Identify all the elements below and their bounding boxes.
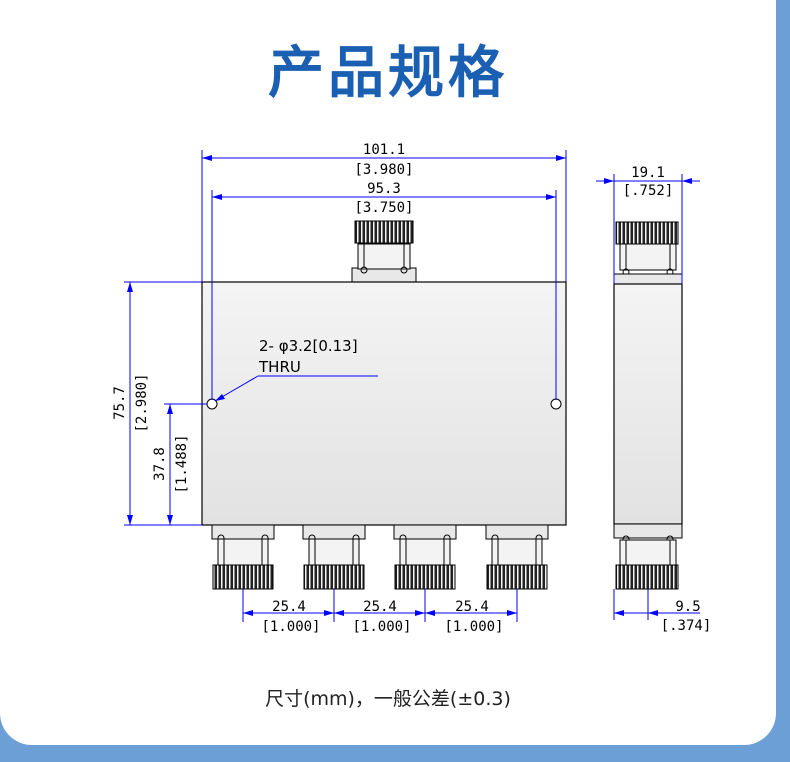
bottom-connector-4 xyxy=(485,524,549,590)
hole-note-spec: 2- φ3.2[0.13] xyxy=(259,337,358,355)
bottom-connector-3 xyxy=(393,524,457,590)
overall-height-mm: 75.7 xyxy=(112,386,128,420)
side-body xyxy=(613,283,683,525)
port-pitch-1-mm: 25.4 xyxy=(272,599,306,615)
hole-spacing-inch: [3.750] xyxy=(354,200,413,216)
connector-offset-mm: 9.5 xyxy=(675,599,700,615)
hole-note-thru: THRU xyxy=(258,358,301,376)
top-connector xyxy=(351,220,417,284)
side-depth-mm: 19.1 xyxy=(631,165,665,181)
front-view xyxy=(201,220,567,590)
bottom-connector-2 xyxy=(302,524,366,590)
overall-width-mm: 101.1 xyxy=(363,142,405,158)
page-title: 产品规格 xyxy=(268,41,508,106)
port-pitch-2-mm: 25.4 xyxy=(363,599,397,615)
dimension-labels: 101.1 [3.980] 95.3 [3.750] 75.7 [2.980] … xyxy=(112,142,711,635)
port-pitch-3-inch: [1.000] xyxy=(444,619,503,635)
hole-spacing-mm: 95.3 xyxy=(367,181,401,197)
port-pitch-3-mm: 25.4 xyxy=(455,599,489,615)
mount-hole-right xyxy=(550,398,562,410)
tolerance-caption: 尺寸(mm)，一般公差(±0.3) xyxy=(265,688,511,710)
hole-height-mm: 37.8 xyxy=(152,447,168,481)
bottom-connector-1 xyxy=(211,524,275,590)
side-view xyxy=(613,221,683,590)
connector-offset-inch: [.374] xyxy=(661,618,712,634)
overall-width-inch: [3.980] xyxy=(354,162,413,178)
port-pitch-2-inch: [1.000] xyxy=(352,619,411,635)
port-pitch-1-inch: [1.000] xyxy=(261,619,320,635)
side-depth-inch: [.752] xyxy=(623,183,674,199)
dimension-lines xyxy=(124,150,700,622)
overall-height-inch: [2.980] xyxy=(134,373,150,432)
splitter-body xyxy=(201,281,567,526)
hole-height-inch: [1.488] xyxy=(174,434,190,493)
